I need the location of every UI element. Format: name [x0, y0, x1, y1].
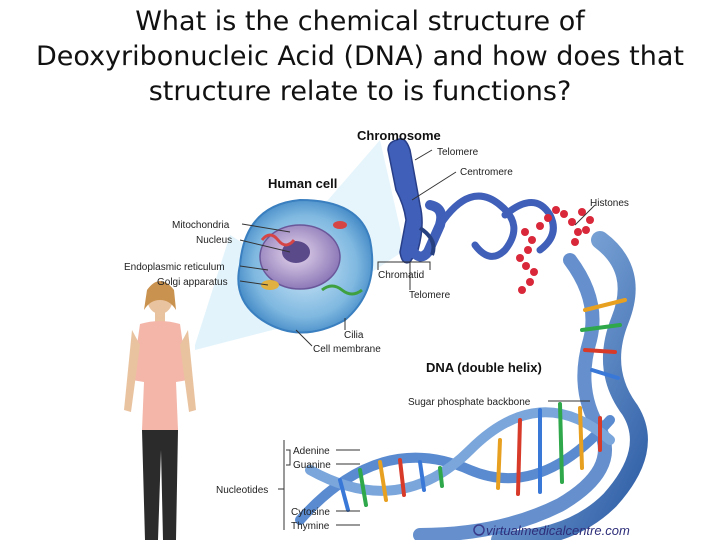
label-centromere: Centromere — [460, 167, 513, 178]
label-golgi-apparatus: Golgi apparatus — [157, 277, 228, 288]
slide-title: What is the chemical structure of Deoxyr… — [0, 4, 720, 109]
chromosome — [387, 138, 447, 264]
label-sugar-phosphate-backbone: Sugar phosphate backbone — [408, 397, 531, 408]
human-cell — [237, 198, 374, 334]
label-dna-header: DNA (double helix) — [426, 360, 542, 375]
label-telomere-bottom: Telomere — [409, 290, 451, 301]
leader-lines — [239, 149, 596, 530]
label-thymine: Thymine — [291, 521, 330, 532]
label-human-cell-header: Human cell — [268, 176, 337, 191]
label-mitochondria: Mitochondria — [172, 220, 230, 231]
label-histones: Histones — [590, 198, 629, 209]
human-figure — [124, 281, 196, 540]
label-cell-membrane: Cell membrane — [313, 344, 381, 355]
label-endoplasmic-reticulum: Endoplasmic reticulum — [124, 262, 225, 273]
label-nucleotides: Nucleotides — [216, 485, 268, 496]
watermark-text: virtualmedicalcentre.com — [486, 523, 630, 538]
label-nucleus: Nucleus — [196, 235, 232, 246]
label-cytosine: Cytosine — [291, 507, 330, 518]
title-line-1: What is the chemical structure of — [135, 6, 585, 37]
base-pairs — [338, 298, 627, 512]
label-guanine: Guanine — [293, 460, 331, 471]
title-line-3: structure relate to is functions? — [148, 76, 572, 107]
label-telomere-top: Telomere — [437, 147, 479, 158]
histone-beads — [516, 206, 594, 294]
title-line-2: Deoxyribonucleic Acid (DNA) and how does… — [35, 41, 684, 72]
label-chromatid: Chromatid — [378, 270, 424, 281]
label-adenine: Adenine — [293, 446, 330, 457]
label-chromosome-header: Chromosome — [357, 128, 441, 143]
label-cilia: Cilia — [344, 330, 364, 341]
watermark: virtualmedicalcentre.com — [473, 523, 630, 538]
